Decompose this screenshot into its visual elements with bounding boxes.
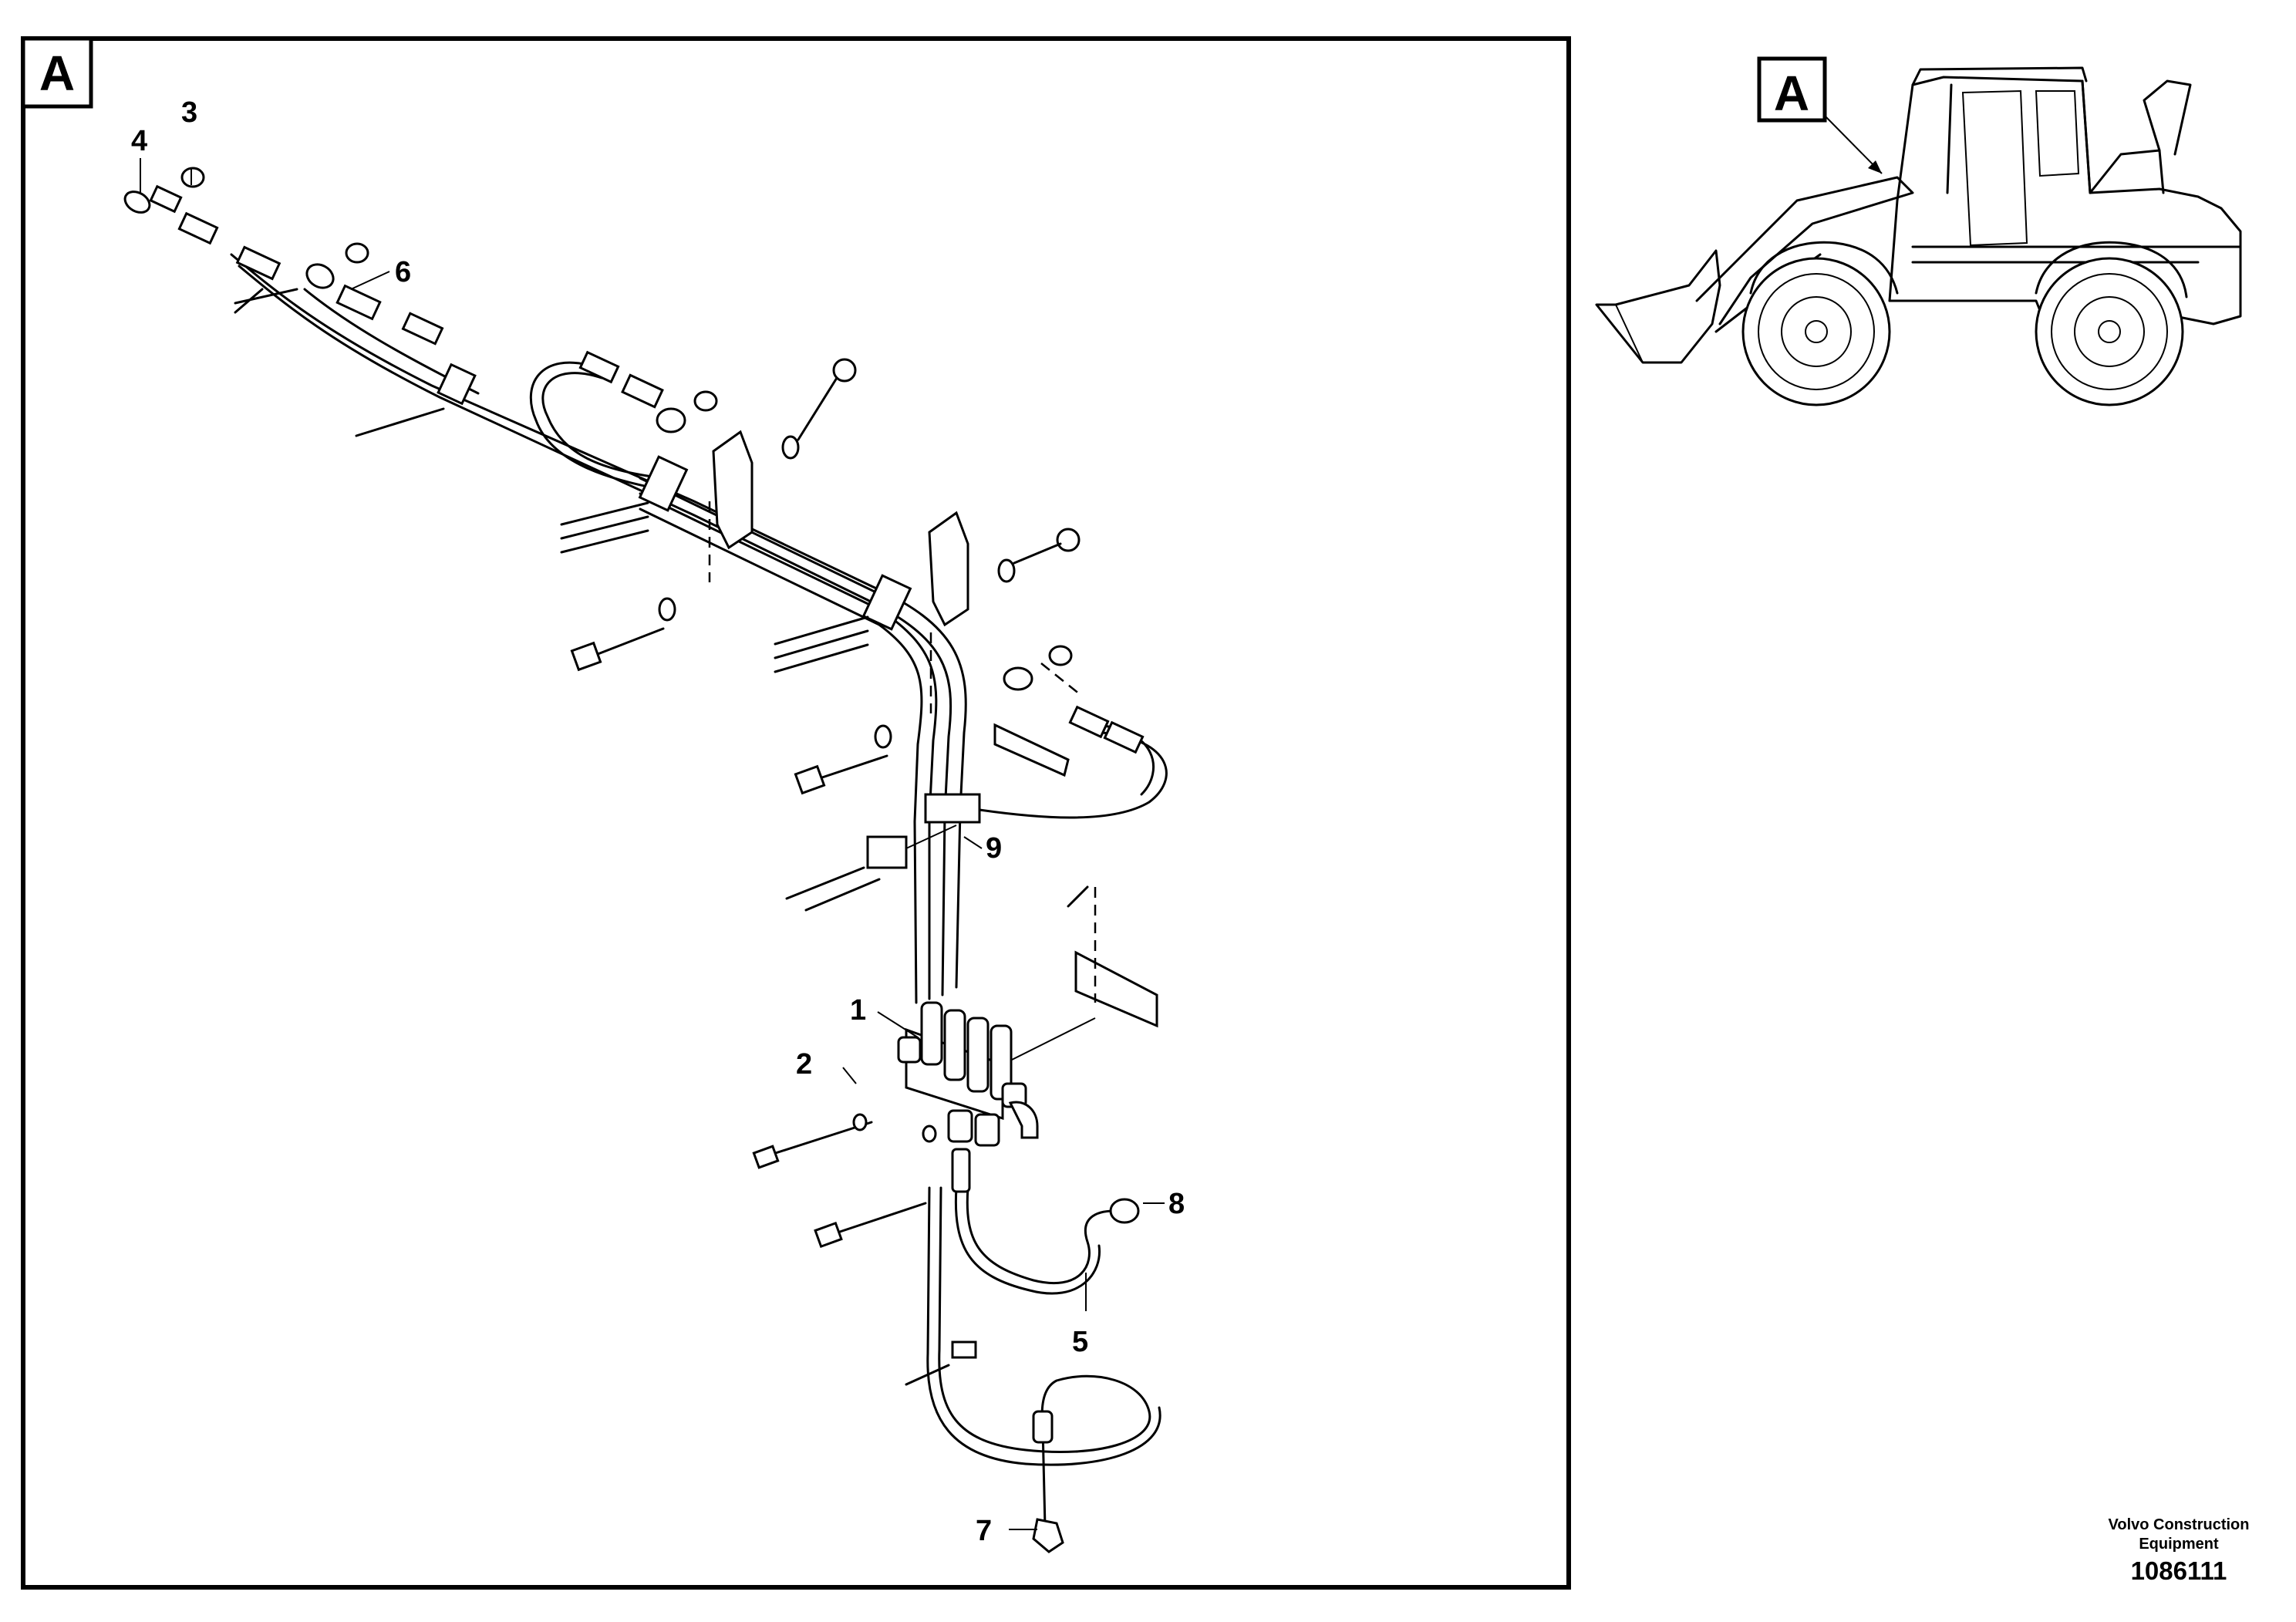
fittings (123, 167, 1145, 1553)
credit-company-line1: Volvo Construction (2108, 1516, 2250, 1533)
fasteners (234, 288, 1089, 1386)
callouts: 1 2 3 4 5 6 7 8 9 (131, 96, 1185, 1547)
leader-lines (140, 158, 1165, 1530)
clamps-brackets (437, 363, 1158, 1065)
rear-wheel (2035, 257, 2184, 406)
callout-4: 4 (131, 125, 147, 157)
detail-frame (21, 36, 1571, 1590)
callout-2: 2 (796, 1048, 812, 1081)
callout-7: 7 (976, 1515, 992, 1547)
assembly-lines (708, 501, 1097, 1003)
callout-9: 9 (986, 832, 1002, 865)
overview-label-box (1757, 56, 1827, 123)
wheel-loader-overview: A (1595, 56, 2242, 406)
figure-number: 1086111 (2130, 1556, 2227, 1585)
credit-company-line2: Equipment (2139, 1536, 2219, 1553)
detail-label: A (39, 46, 75, 101)
callout-8: 8 (1168, 1188, 1185, 1220)
callout-3: 3 (181, 96, 197, 129)
callout-6: 6 (395, 256, 411, 288)
overview-label: A (1774, 66, 1809, 121)
callout-1: 1 (850, 994, 866, 1027)
callout-5: 5 (1072, 1326, 1088, 1358)
detail-label-box (21, 36, 93, 109)
hose-bundle (230, 253, 1168, 1529)
front-wheel (1741, 257, 1891, 406)
distributor-block (897, 1001, 1039, 1193)
